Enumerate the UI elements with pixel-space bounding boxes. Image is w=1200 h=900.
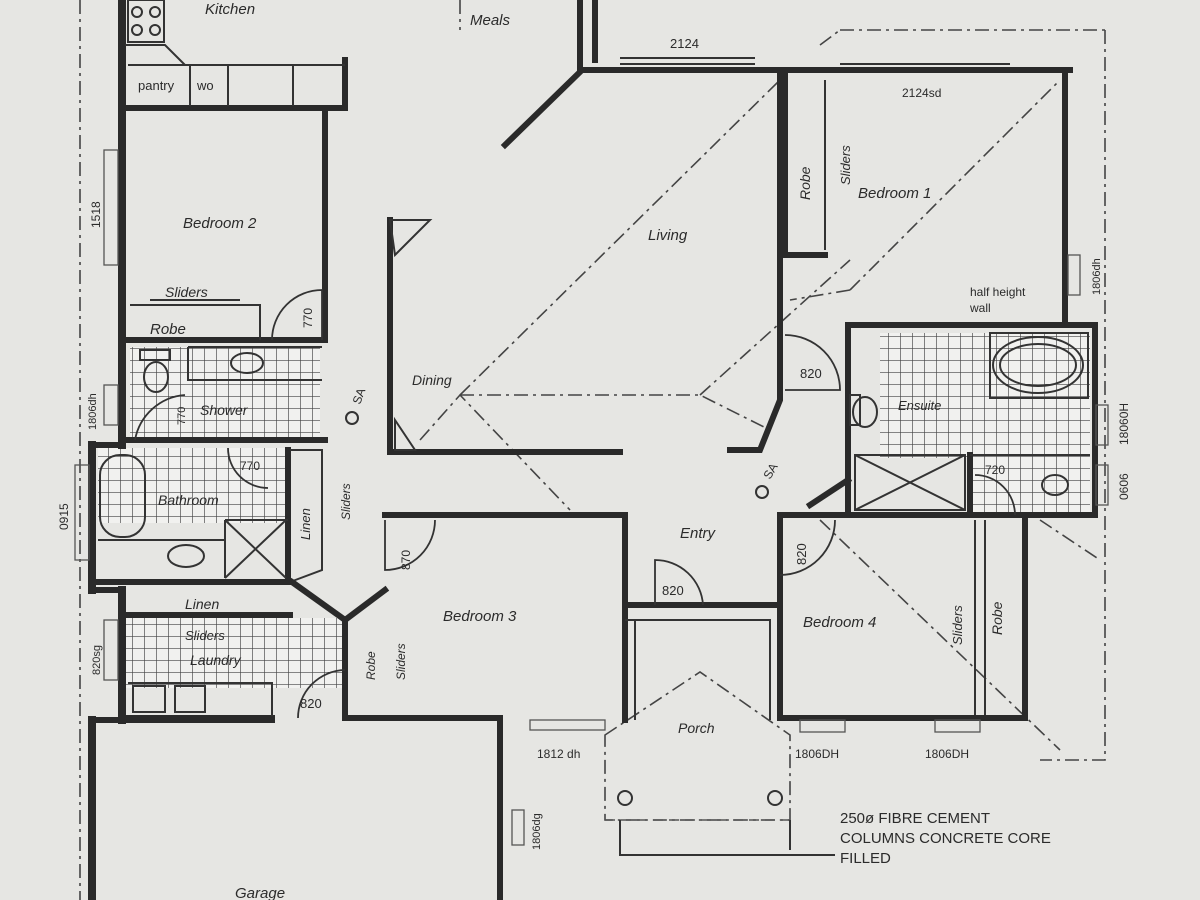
room-label-ensuite: Ensuite bbox=[898, 398, 941, 413]
room-label-living: Living bbox=[648, 227, 688, 244]
room-label-pantry: pantry bbox=[138, 78, 175, 93]
sliders-label: Sliders bbox=[339, 483, 353, 520]
dimension-label: 820 bbox=[300, 696, 322, 711]
room-label-entry: Entry bbox=[680, 525, 717, 542]
room-label-laundry: Laundry bbox=[190, 652, 242, 668]
room-label-garage: Garage bbox=[235, 885, 285, 900]
laundry-tiles bbox=[125, 618, 347, 688]
fixtures bbox=[99, 0, 1089, 856]
smoke-alarm-label: SA bbox=[760, 461, 780, 482]
dimension-label: 2124sd bbox=[902, 86, 941, 100]
dimension-label: 1806dg bbox=[531, 813, 543, 850]
dimension-label: 1806DH bbox=[925, 747, 969, 761]
room-label-linen-lower: Linen bbox=[185, 596, 219, 612]
dimension-label: 820 bbox=[794, 543, 809, 565]
sliders-label: Sliders bbox=[838, 145, 853, 185]
room-label-bathroom: Bathroom bbox=[158, 492, 219, 508]
room-label-dining: Dining bbox=[412, 372, 452, 388]
dimension-label: 770 bbox=[240, 459, 260, 473]
dimension-label: 1806dh bbox=[1091, 258, 1103, 295]
smoke-alarm-label: SA bbox=[350, 386, 369, 406]
room-label-shower: Shower bbox=[200, 402, 249, 418]
windows bbox=[74, 149, 1109, 846]
dimension-label: 820sg bbox=[91, 645, 103, 675]
half-height-wall-label: wall bbox=[969, 301, 991, 315]
walls bbox=[88, 0, 1098, 900]
roof-lines bbox=[79, 0, 1106, 900]
dimension-label: 0606 bbox=[1117, 473, 1131, 500]
dimension-label: 1812 dh bbox=[537, 747, 580, 761]
sliders-label: Sliders bbox=[165, 284, 208, 300]
smoke-alarms bbox=[345, 411, 769, 499]
room-label-robe-b3: Robe bbox=[364, 651, 378, 680]
room-label-bedroom-3: Bedroom 3 bbox=[443, 608, 517, 625]
dimension-label: 18060H bbox=[1117, 403, 1131, 445]
dimension-label: 870 bbox=[399, 550, 413, 570]
construction-note-line-1: 250ø FIBRE CEMENT bbox=[840, 810, 990, 827]
dimension-label: 0915 bbox=[57, 503, 71, 530]
dimension-label: 1518 bbox=[89, 201, 103, 228]
shower-tiles bbox=[130, 347, 320, 440]
room-label-robe-b1: Robe bbox=[797, 166, 813, 200]
construction-note-line-2: COLUMNS CONCRETE CORE bbox=[840, 830, 1051, 847]
room-label-linen: Linen bbox=[298, 508, 313, 540]
room-label-robe-b4: Robe bbox=[989, 601, 1005, 635]
dimension-label: 1806DH bbox=[795, 747, 839, 761]
room-label-wo: wo bbox=[196, 78, 214, 93]
room-label-robe: Robe bbox=[150, 321, 186, 338]
sliders-label: Sliders bbox=[950, 605, 965, 645]
sliders-label: Sliders bbox=[185, 628, 225, 643]
doors bbox=[134, 289, 1016, 719]
room-label-kitchen: Kitchen bbox=[205, 1, 255, 18]
room-label-bedroom-4: Bedroom 4 bbox=[803, 614, 876, 631]
ensuite-tiles bbox=[880, 333, 1090, 458]
room-label-bedroom-1: Bedroom 1 bbox=[858, 185, 931, 202]
dimension-label: 1806dh bbox=[87, 393, 99, 430]
dimension-label: 2124 bbox=[670, 36, 699, 51]
dimension-label: 820 bbox=[800, 366, 822, 381]
room-label-meals: Meals bbox=[470, 12, 511, 29]
room-label-porch: Porch bbox=[678, 720, 715, 736]
dimension-label: 770 bbox=[301, 308, 315, 328]
dimension-label: 770 bbox=[176, 407, 188, 425]
room-label-bedroom-2: Bedroom 2 bbox=[183, 215, 257, 232]
half-height-wall-label: half height bbox=[970, 285, 1026, 299]
construction-note-line-3: FILLED bbox=[840, 850, 891, 867]
dimension-label: 720 bbox=[985, 463, 1005, 477]
dimension-label: 820 bbox=[662, 583, 684, 598]
sliders-label: Sliders bbox=[394, 643, 408, 680]
ensuite-wc-tiles bbox=[970, 455, 1090, 515]
